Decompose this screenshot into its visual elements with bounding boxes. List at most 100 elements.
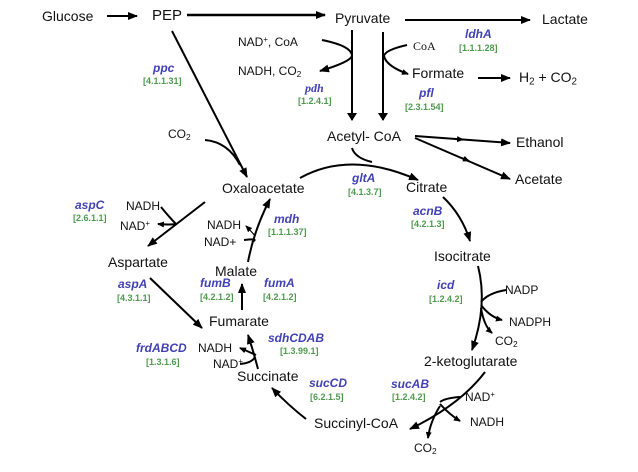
arrow-succinate-fumarate — [247, 334, 259, 370]
metabolite-h2-co2: H2 + CO2 — [519, 69, 577, 88]
metabolite-malate: Malate — [215, 263, 258, 279]
nad-text: NAD — [238, 35, 264, 49]
metabolite-fumarate: Fumarate — [209, 313, 269, 329]
arrow-sucab-co2 — [425, 405, 441, 439]
arrow-sucab-nad — [439, 396, 461, 403]
cofactor-aspc-nadh: NADH — [126, 199, 161, 213]
gene-fuma: fumA — [264, 276, 295, 290]
metabolite-formate: Formate — [412, 65, 465, 81]
co-text: CO — [414, 441, 432, 455]
cofactor-icd-nadph: NADPH — [509, 315, 552, 329]
arrow-oxaloacetate-citrate — [299, 163, 419, 181]
gene-acnb: acnB — [413, 204, 443, 218]
ec-pfl: [2.3.1.54] — [405, 102, 444, 112]
gene-ldha: ldhA — [465, 27, 492, 41]
gene-icd: icd — [437, 278, 455, 292]
metabolite-ethanol: Ethanol — [516, 134, 564, 150]
arrow-icd-co2 — [480, 307, 493, 334]
cofactor-pdh-input: NAD+, CoA — [238, 36, 298, 48]
arrow-pfl-cofactor — [382, 44, 409, 75]
metabolite-acetyl-coa: Acetyl- CoA — [327, 128, 401, 144]
arrow-malate-oxaloacetate — [247, 198, 271, 263]
arrow-frd-cofactor-nad — [239, 356, 256, 365]
gene-aspa: aspA — [118, 277, 148, 291]
ec-succd: [6.2.1.5] — [310, 392, 344, 402]
gene-pdh: pdh — [305, 81, 324, 95]
ec-frdabcd: [1.3.1.6] — [146, 357, 180, 367]
plus-superscript: + — [263, 35, 268, 45]
nad-text: NAD — [465, 390, 491, 404]
nad-text: NAD — [213, 357, 239, 371]
ec-icd: [1.2.4.2] — [429, 294, 463, 304]
metabolite-lactate: Lactate — [542, 11, 588, 27]
cofactor-sucab-co2: CO2 — [414, 441, 437, 457]
h2-text: H — [519, 69, 530, 85]
ec-sdhcdab: [1.3.99.1] — [280, 346, 319, 356]
ec-fuma: [4.2.1.2] — [263, 292, 297, 302]
arrow-sucab-nadh — [439, 403, 461, 422]
plus-superscript: + — [145, 219, 150, 229]
ec-ldha: [1.1.1.28] — [459, 43, 498, 53]
co-text: CO — [495, 334, 513, 348]
gene-sucab: sucAB — [391, 377, 430, 391]
metabolite-2-ketoglutarate: 2-ketoglutarate — [424, 353, 518, 369]
arrow-acetylcoa-gltA — [351, 147, 373, 163]
subscript: 2 — [296, 69, 302, 80]
arrow-pep-oxaloacetate — [171, 30, 248, 178]
co2-text: + CO — [534, 69, 572, 85]
arrow-pdh-cofactor — [319, 39, 354, 73]
arrow-icd-nadph — [480, 304, 503, 322]
cofactor-pdh-output: NADH, CO2 — [238, 65, 302, 80]
subscript: 2 — [513, 339, 518, 350]
arrow-mdh-nadh — [245, 225, 256, 237]
metabolite-succinate: Succinate — [237, 368, 299, 384]
metabolite-acetate: Acetate — [515, 171, 563, 187]
gene-aspc: aspC — [75, 198, 105, 212]
arrow-citrate-isocitrate — [442, 196, 472, 242]
cofactor-icd-nadp: NADP — [505, 283, 539, 297]
cofactor-sucab-nadh: NADH — [470, 415, 505, 429]
metabolite-oxaloacetate: Oxaloacetate — [222, 180, 305, 196]
ec-aspa: [4.3.1.1] — [117, 293, 151, 303]
metabolite-aspartate: Aspartate — [108, 254, 168, 270]
metabolite-pyruvate: Pyruvate — [335, 10, 391, 26]
cofactor-mdh-nadh: NADH — [207, 218, 242, 232]
gene-mdh: mdh — [274, 212, 300, 226]
cofactor-icd-co2: CO2 — [495, 334, 518, 350]
gene-pfl: pfl — [419, 86, 434, 100]
ec-mdh: [1.1.1.37] — [268, 227, 307, 237]
arrow-frd-cofactor-nadh — [239, 347, 257, 356]
arrow-aspc-nadh — [160, 206, 177, 225]
ec-sucab: [1.2.4.2] — [392, 392, 426, 402]
co2-subscript: 2 — [571, 76, 577, 88]
plus-superscript: + — [490, 390, 495, 400]
ec-acnb: [4.2.1.3] — [411, 219, 445, 229]
arrow-icd-nadp — [480, 289, 507, 303]
metabolite-citrate: Citrate — [406, 179, 448, 195]
arrow-ppc-co2 — [204, 139, 241, 166]
subscript: 2 — [432, 446, 437, 457]
gene-sdhcdab: sdhCDAB — [268, 331, 324, 345]
metabolite-isocitrate: Isocitrate — [434, 248, 491, 264]
co-text: CO — [168, 127, 186, 141]
gene-glta: gltA — [352, 171, 376, 185]
metabolite-glucose: Glucose — [42, 8, 94, 24]
coa-text: , CoA — [267, 35, 298, 49]
cofactor-mdh-nad: NAD+ — [204, 235, 237, 249]
ec-pdh: [1.2.4.1] — [298, 96, 332, 106]
cofactor-aspc-nad: NAD+ — [120, 220, 150, 232]
arrow-succinylcoa-succinate — [271, 387, 307, 420]
gene-frdabcd: frdABCD — [136, 341, 187, 355]
ec-glta: [4.1.3.7] — [348, 187, 382, 197]
arrow-ketoglutarate-succinylcoa — [409, 371, 486, 430]
arrow-aspc-nad — [157, 221, 177, 228]
metabolite-pep: PEP — [152, 7, 183, 24]
ec-fumb: [4.2.1.2] — [200, 292, 234, 302]
h2-subscript: 2 — [529, 76, 535, 88]
cofactor-frd-nadh: NADH — [198, 341, 233, 355]
subscript: 2 — [186, 132, 191, 143]
cofactor-ppc-co2: CO2 — [168, 127, 191, 143]
arrow-mdh-nad — [243, 238, 256, 243]
